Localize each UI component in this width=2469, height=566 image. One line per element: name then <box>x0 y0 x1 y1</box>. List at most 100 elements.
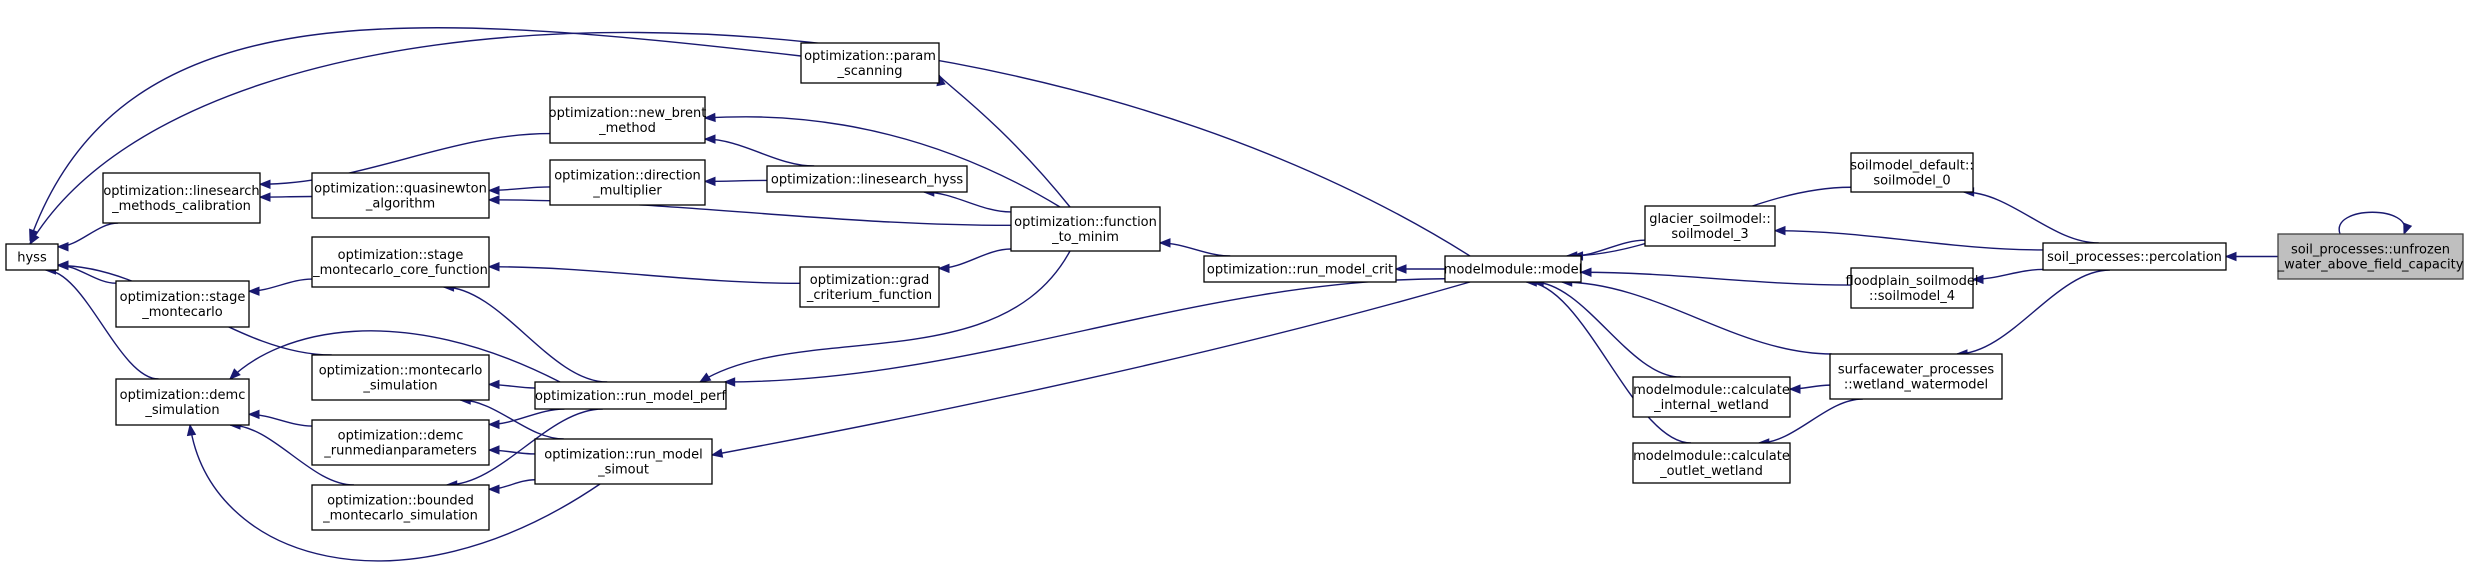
node-opt_run_model_crit[interactable]: optimization::run_model_crit <box>1203 255 1397 283</box>
edge-opt_run_model_perf-to-opt_demc_simulation <box>229 330 561 383</box>
edge-floodplain_soilmodel_soilmodel_4-to-modelmodule_model <box>1579 267 1852 286</box>
node-opt_run_model_simout[interactable]: optimization::run_model_simout <box>534 438 713 485</box>
edge-line <box>189 424 601 562</box>
node-box <box>1850 267 1974 309</box>
node-opt_linesearch_methods_calibration[interactable]: optimization::linesearch_methods_calibra… <box>102 172 261 224</box>
node-label: _to_minim <box>1051 230 1119 245</box>
node-box <box>311 354 490 401</box>
node-box <box>115 378 250 426</box>
edge-line <box>29 27 802 241</box>
node-label: optimization::new_brent <box>549 106 707 121</box>
node-label: soilmodel_3 <box>1671 227 1748 242</box>
edge-line <box>724 278 1446 383</box>
node-modelmodule_model[interactable]: modelmodule::model <box>1444 255 1582 283</box>
edge-arrowhead <box>703 112 716 123</box>
edge-modelmodule_model-to-opt_run_model_crit <box>1394 264 1445 274</box>
node-opt_run_model_perf[interactable]: optimization::run_model_perf <box>534 381 727 410</box>
node-box <box>1829 353 2003 400</box>
edge-modelmodule_model-to-opt_run_model_simout <box>710 281 1471 458</box>
node-opt_grad_criterium_function[interactable]: optimization::grad_criterium_function <box>799 266 940 308</box>
node-label: optimization::grad <box>810 273 929 288</box>
edge-line <box>1758 398 1863 444</box>
node-box <box>2277 233 2464 280</box>
node-label: soil_processes::percolation <box>2047 250 2222 265</box>
edge-soil_processes_percolation-to-soilmodel_default_soilmodel_0 <box>1962 187 2099 244</box>
node-soilmodel_default_soilmodel_0[interactable]: soilmodel_default::soilmodel_0 <box>1850 152 1974 193</box>
edge-line <box>704 138 815 167</box>
edge-arrowhead <box>1394 264 1407 274</box>
node-label: _internal_wetland <box>1653 398 1769 413</box>
edge-line <box>1159 242 1231 257</box>
node-label: _simulation <box>362 379 437 394</box>
node-opt_bounded_montecarlo_simulation[interactable]: optimization::bounded_montecarlo_simulat… <box>311 484 490 531</box>
edge-line <box>1526 281 1692 444</box>
edge-line <box>938 248 1012 270</box>
edge-opt_linesearch_hyss-to-opt_new_brent_method <box>703 134 815 167</box>
edge-opt_direction_multiplier-to-opt_quasinewton_algorithm <box>487 185 551 196</box>
node-opt_linesearch_hyss[interactable]: optimization::linesearch_hyss <box>766 165 968 193</box>
node-modelmodule_calculate_outlet_wetland[interactable]: modelmodule::calculate_outlet_wetland <box>1632 442 1791 484</box>
edge-opt_run_model_perf-to-opt_montecarlo_simulation <box>487 379 536 390</box>
node-label: optimization::run_model <box>544 448 702 463</box>
edge-arrowhead <box>487 185 500 196</box>
edge-opt_function_to_minim-to-opt_run_model_perf <box>698 250 1071 383</box>
edge-line <box>1580 271 1852 286</box>
node-label: _montecarlo <box>141 305 223 320</box>
edge-arrowhead <box>703 134 716 144</box>
edge-opt_linesearch_hyss-to-opt_direction_multiplier <box>703 176 768 187</box>
node-opt_montecarlo_simulation[interactable]: optimization::montecarlo_simulation <box>311 354 490 401</box>
node-box <box>1203 255 1397 283</box>
node-label: modelmodule::calculate <box>1633 383 1790 398</box>
node-label: optimization::linesearch <box>103 184 259 199</box>
node-opt_new_brent_method[interactable]: optimization::new_brent_method <box>549 96 707 144</box>
node-soil_processes_percolation[interactable]: soil_processes::percolation <box>2042 242 2227 271</box>
node-label: _montecarlo_simulation <box>322 509 478 524</box>
edge-modelmodule_model-to-hyss <box>29 31 1471 257</box>
edge-line <box>45 269 159 380</box>
node-opt_stage_montecarlo[interactable]: optimization::stage_montecarlo <box>115 280 250 328</box>
edge-arrowhead <box>2403 222 2413 236</box>
edge-line <box>230 424 355 486</box>
node-opt_stage_montecarlo_core_function[interactable]: optimization::stage_montecarlo_core_func… <box>311 236 490 288</box>
edge-opt_run_model_simout-to-opt_bounded_montecarlo_simulation <box>487 479 536 494</box>
node-box <box>1632 442 1791 484</box>
node-glacier_soilmodel_soilmodel_3[interactable]: glacier_soilmodel::soilmodel_3 <box>1644 205 1776 247</box>
edge-soil_processes_unfrozen_water_above_field_capacity-to-soil_processes_percolation <box>2224 251 2278 262</box>
node-label: optimization::function <box>1014 215 1157 230</box>
node-label: _simulation <box>144 403 219 418</box>
edge-arrowhead <box>247 409 260 420</box>
edge-soil_processes_percolation-to-floodplain_soilmodel_soilmodel_4 <box>1971 268 2044 285</box>
edge-opt_function_to_minim-to-opt_grad_criterium_function <box>937 248 1012 274</box>
edge-opt_run_model_perf-to-opt_demc_runmedianparameters <box>487 408 565 430</box>
edge-arrowhead <box>29 232 40 246</box>
edge-arrowhead <box>703 176 716 187</box>
node-box <box>799 266 940 308</box>
node-label: _montecarlo_core_function <box>312 263 488 278</box>
node-opt_direction_multiplier[interactable]: optimization::direction_multiplier <box>549 159 706 206</box>
node-floodplain_soilmodel_soilmodel_4[interactable]: floodplain_soilmodel::soilmodel_4 <box>1846 267 1979 309</box>
node-label: optimization::stage <box>120 290 246 305</box>
node-modelmodule_calculate_internal_wetland[interactable]: modelmodule::calculate_internal_wetland <box>1632 376 1791 418</box>
edge-opt_function_to_minim-to-opt_new_brent_method <box>703 112 1061 208</box>
node-opt_demc_simulation[interactable]: optimization::demc_simulation <box>115 378 250 426</box>
node-hyss[interactable]: hyss <box>5 243 59 271</box>
edge-line <box>1956 269 2110 355</box>
node-opt_quasinewton_algorithm[interactable]: optimization::quasinewton_algorithm <box>311 172 490 219</box>
edge-opt_new_brent_method-to-opt_linesearch_methods_calibration <box>258 132 551 190</box>
node-label: optimization::stage <box>338 248 464 263</box>
edge-opt_demc_runmedianparameters-to-opt_demc_simulation <box>247 409 313 427</box>
node-box <box>1444 255 1582 283</box>
node-box <box>549 96 706 144</box>
edge-arrowhead <box>487 261 500 272</box>
edge-line <box>29 31 1471 257</box>
node-opt_param_scanning[interactable]: optimization::param_scanning <box>800 42 940 84</box>
edge-arrowhead <box>258 179 271 190</box>
edge-soil_processes_percolation-to-glacier_soilmodel_soilmodel_3 <box>1773 225 2044 251</box>
node-surfacewater_processes_wetland_watermodel[interactable]: surfacewater_processes::wetland_watermod… <box>1829 353 2003 400</box>
edge-modelmodule_calculate_internal_wetland-to-modelmodule_model <box>1531 277 1681 378</box>
node-opt_function_to_minim[interactable]: optimization::function_to_minim <box>1010 206 1161 252</box>
node-opt_demc_runmedianparameters[interactable]: optimization::demc_runmedianparameters <box>311 419 490 466</box>
node-label: optimization::montecarlo <box>319 364 483 379</box>
edge-arrowhead <box>487 195 500 205</box>
node-soil_processes_unfrozen_water_above_field_capacity[interactable]: soil_processes::unfrozen_water_above_fie… <box>2277 233 2464 280</box>
